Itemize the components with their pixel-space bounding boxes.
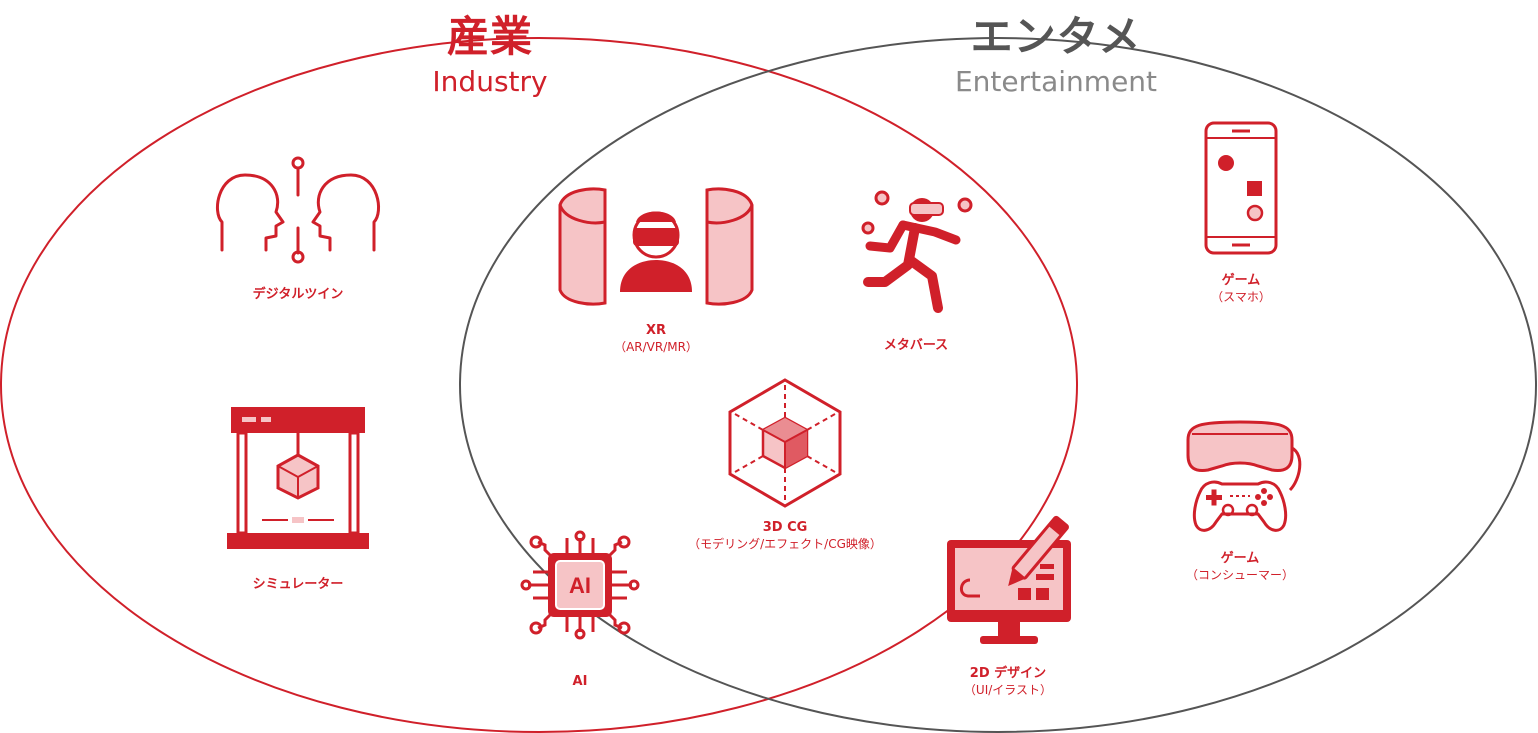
mobile-game-label-group: ゲーム （スマホ） [1211,273,1271,305]
entertainment-subtitle: Entertainment [954,65,1158,98]
ai-chip-text: AI [569,573,591,598]
xr-icon [558,187,754,306]
console-game-icon [1186,420,1302,532]
mobile-game-sublabel: （スマホ） [1211,290,1271,304]
2d-design-label: 2D デザイン [969,666,1047,681]
ai-label: AI [572,674,588,689]
mobile-game-label: ゲーム [1221,273,1261,288]
entertainment-circle [459,37,1537,733]
digital-twin-label-group: デジタルツイン [253,287,344,303]
mobile-game-icon [1204,121,1278,255]
metaverse-label-group: メタバース [884,338,948,354]
industry-subtitle: Industry [432,65,548,98]
2d-design-label-group: 2D デザイン （UI/イラスト） [964,666,1052,698]
3d-cg-sublabel: （モデリング/エフェクト/CG映像） [688,537,882,551]
industry-circle [0,37,1078,733]
xr-label-group: XR （AR/VR/MR） [614,323,698,355]
simulator-label: シミュレーター [252,577,344,592]
3d-cg-label: 3D CG [762,520,808,535]
digital-twin-label: デジタルツイン [252,287,344,302]
3d-cg-label-group: 3D CG （モデリング/エフェクト/CG映像） [688,520,882,552]
2d-design-sublabel: （UI/イラスト） [963,683,1053,697]
metaverse-icon [861,190,973,313]
entertainment-title: エンタメ [970,12,1142,61]
xr-sublabel: （AR/VR/MR） [614,340,698,354]
console-game-label-group: ゲーム （コンシューマー） [1186,551,1294,583]
simulator-label-group: シミュレーター [253,577,344,593]
console-game-sublabel: （コンシューマー） [1185,568,1295,582]
digital-twin-icon [216,156,380,264]
simulator-icon [227,407,369,549]
2d-design-icon [947,515,1071,644]
3d-cg-icon [728,378,842,508]
industry-title: 産業 [446,12,534,61]
ai-icon: AI [520,530,640,640]
metaverse-label: メタバース [883,338,949,353]
console-game-label: ゲーム [1220,551,1260,566]
xr-label: XR [645,323,667,338]
ai-label-group: AI [573,674,588,690]
